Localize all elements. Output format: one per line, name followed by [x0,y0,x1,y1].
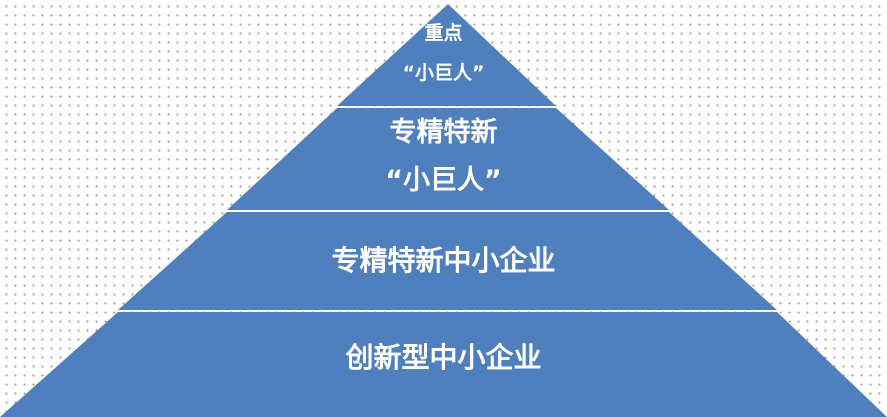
tier-3-label: 专精特新中小企业 [331,244,556,277]
tier-4-label: 创新型中小企业 [345,341,542,374]
pyramid-tier-4 [0,312,887,417]
pyramid-tier-1 [337,4,556,106]
pyramid-tier-2 [227,108,669,210]
tier-2-label-line-1: 专精特新 [389,117,498,148]
tier-1-label-line-1: 重点 [424,22,463,44]
tier-1-label-line-2: “小巨人” [402,62,485,84]
pyramid-tier-3 [118,212,777,310]
tier-2-label-line-2: “小巨人” [385,165,502,196]
